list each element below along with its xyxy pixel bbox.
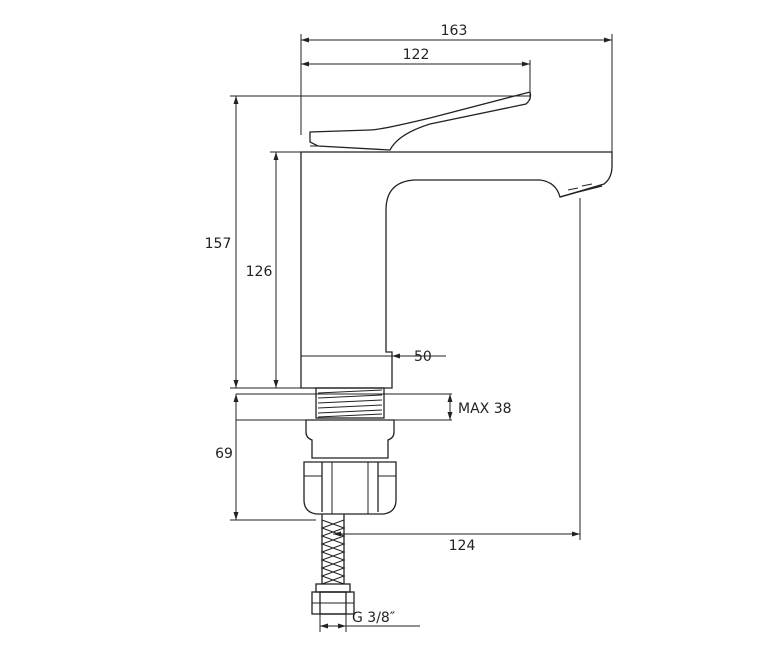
base-diameter-label: 50 <box>414 349 432 365</box>
under-deck-length-label: 69 <box>215 446 233 462</box>
fixing-washer <box>305 419 395 459</box>
spout-handle-length-label: 122 <box>403 47 430 63</box>
hose-end-nut <box>311 583 355 615</box>
overall-width-label: 163 <box>441 23 468 39</box>
dimension-under-deck-length: 69 <box>215 394 316 521</box>
connection-thread-label: G 3/8″ <box>352 610 395 626</box>
dimension-overall-width: 163 <box>300 23 613 152</box>
dimension-spout-reach: 124 <box>333 531 580 554</box>
fixing-nut <box>303 461 397 515</box>
dimension-total-height: 157 <box>205 95 530 388</box>
dimension-body-height: 126 <box>246 151 318 388</box>
total-height-label: 157 <box>205 236 232 252</box>
lever-handle <box>309 91 532 151</box>
dimension-connection-thread: G 3/8″ <box>319 610 420 632</box>
dimension-max-deck-thickness: MAX 38 <box>236 393 512 421</box>
spout-reach-label: 124 <box>449 538 476 554</box>
body-height-label: 126 <box>246 264 273 280</box>
faucet-body <box>300 151 613 389</box>
flexible-hose <box>320 514 346 585</box>
max-deck-thickness-label: MAX 38 <box>458 401 512 417</box>
dimension-spout-handle-length: 122 <box>301 47 531 100</box>
dimension-base-diameter: 50 <box>301 349 446 365</box>
threaded-shank <box>315 387 385 419</box>
